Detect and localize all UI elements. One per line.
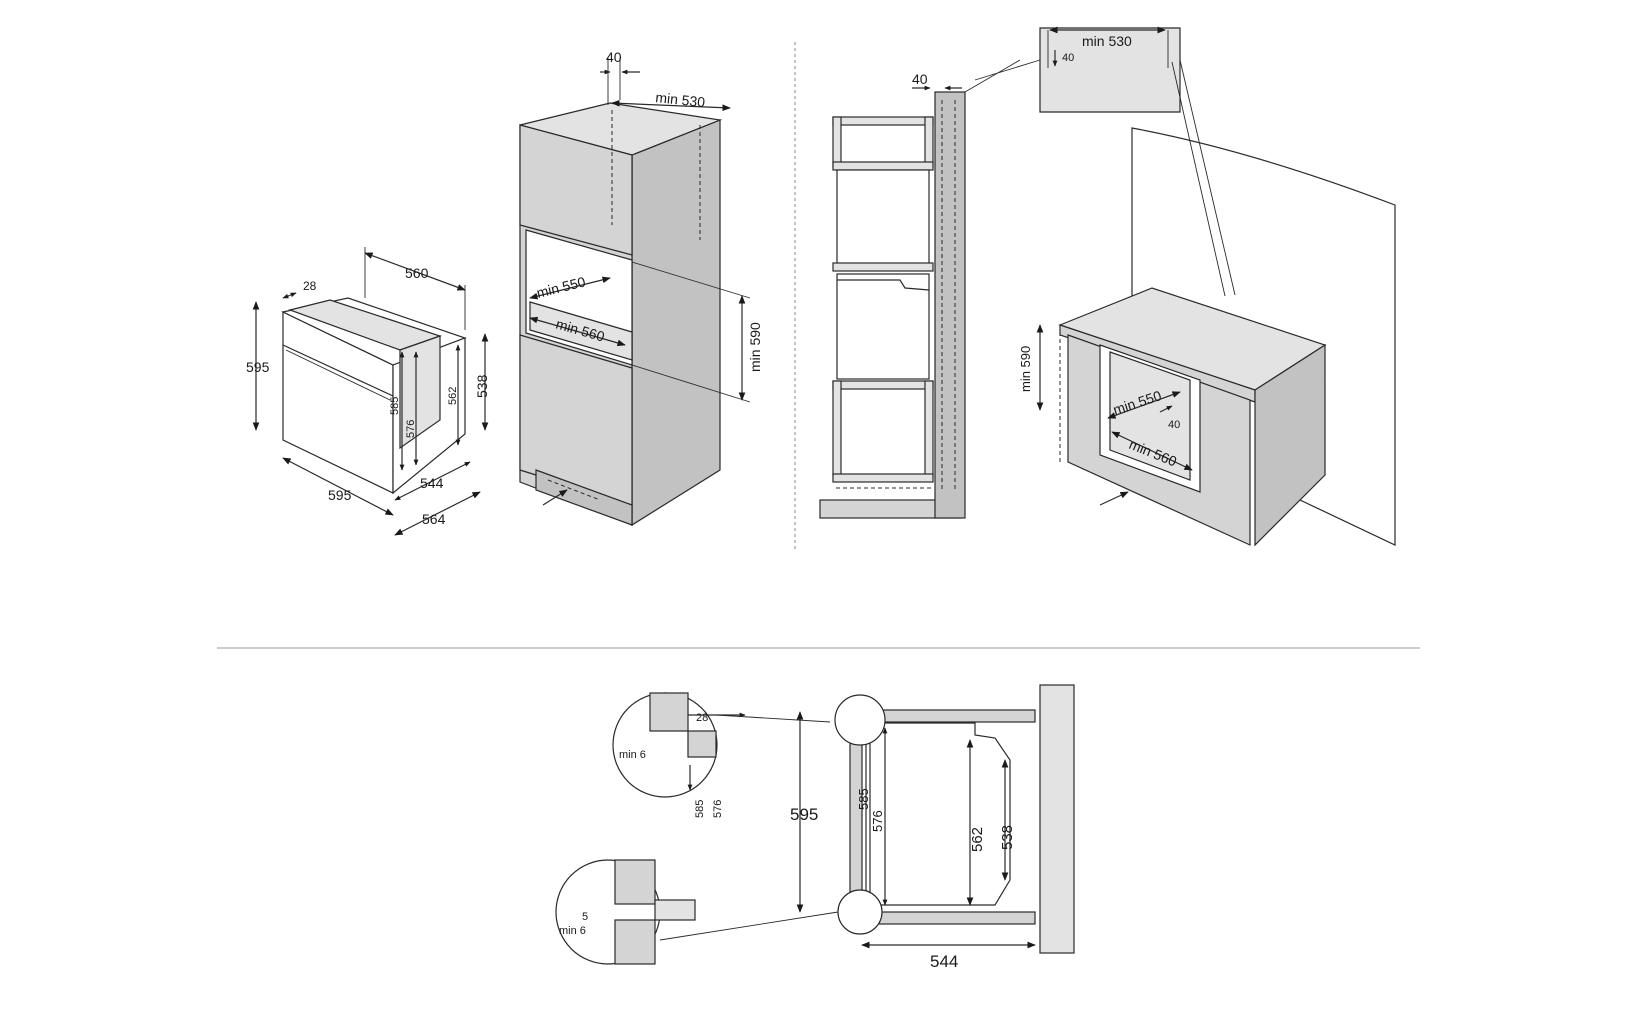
oven-width-label: 560 [405,265,429,281]
tall-height-label: min 590 [747,322,763,372]
counter-top-gap-label: 40 [1062,52,1074,64]
oven-bottom-544-label: 544 [420,475,444,491]
zoom-top-min6-label: min 6 [619,749,646,761]
zoom-top-28-label: 28 [696,712,708,724]
tall-top-gap-label: 40 [606,49,622,65]
section-576-label: 576 [870,810,885,832]
counter-gap-label: 40 [1168,419,1180,431]
section-585-label: 585 [856,788,871,810]
zoom-bottom-5-label: 5 [582,911,588,923]
section-595-label: 595 [790,805,818,824]
side-gap-label: 40 [912,71,928,87]
oven-height-585-label: 585 [389,397,401,415]
oven-height-label: 595 [246,359,270,375]
oven-height-538-label: 538 [474,374,490,398]
section-562-label: 562 [969,827,986,852]
zoom-top-585-label: 585 [694,800,706,818]
tall-cabinet-drawing: 40 min 530 min 550 min 560 min 590 [519,49,763,527]
zoom-top-576-label: 576 [712,800,724,818]
oven-height-576-label: 576 [405,420,417,438]
counter-height-label: min 590 [1018,346,1033,392]
oven-height-562-label: 562 [447,387,459,405]
section-544-label: 544 [930,952,958,971]
oven-door-depth-label: 28 [303,279,317,293]
tall-top-depth-label: min 530 [655,89,706,110]
oven-dimension-drawing: 560 28 595 585 576 562 538 544 595 564 [246,247,490,536]
oven-bottom-595-label: 595 [328,487,352,503]
counter-top-depth-label: min 530 [1082,33,1132,49]
bottom-section-drawing: 595 585 576 562 538 544 28 min 6 585 576… [555,684,1075,971]
side-section-drawing: 40 [819,59,1021,519]
oven-bottom-564-label: 564 [422,511,446,527]
zoom-bottom-min6-label: min 6 [559,925,586,937]
under-counter-drawing: min 530 40 min 590 min 550 40 min 560 [974,26,1396,547]
section-538-label: 538 [999,825,1016,850]
